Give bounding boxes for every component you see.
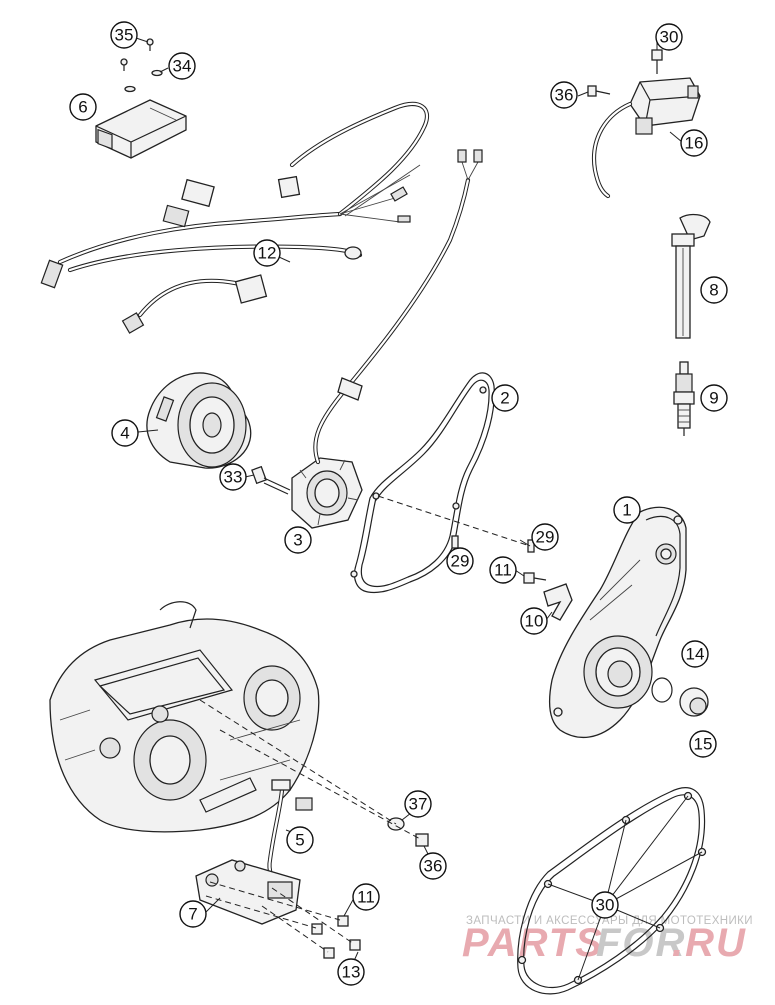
callout-12: 12 — [253, 239, 281, 267]
watermark-brand-parts: PARTS — [462, 921, 604, 965]
svg-text:33: 33 — [224, 468, 243, 487]
part-washer-34 — [124, 69, 163, 93]
callout-4: 4 — [111, 419, 139, 447]
svg-text:3: 3 — [293, 531, 302, 550]
svg-text:29: 29 — [451, 552, 470, 571]
callout-1: 1 — [613, 496, 641, 524]
svg-text:7: 7 — [188, 905, 197, 924]
callout-36-lower: 36 — [419, 852, 447, 880]
part-wiring-harness-12 — [40, 101, 429, 334]
part-bolts-11-13-lower — [311, 915, 361, 959]
callout-3: 3 — [284, 526, 312, 554]
callout-6: 6 — [69, 93, 97, 121]
callout-37: 37 — [404, 790, 432, 818]
svg-text:8: 8 — [709, 281, 718, 300]
svg-text:5: 5 — [295, 831, 304, 850]
svg-text:34: 34 — [173, 57, 192, 76]
callout-29-left: 29 — [446, 547, 474, 575]
svg-text:30: 30 — [660, 28, 679, 47]
assembly-line-bolt-d — [261, 905, 329, 953]
assembly-line-bolt-b — [205, 895, 317, 929]
svg-text:10: 10 — [525, 612, 544, 631]
callout-11-lower: 11 — [352, 883, 380, 911]
svg-text:30: 30 — [596, 896, 615, 915]
part-ignition-cover-1 — [548, 506, 687, 739]
callout-8: 8 — [700, 276, 728, 304]
watermark-tagline: ЗАПЧАСТИ И АКСЕССУАРЫ ДЛЯ МОТОТЕХНИКИ — [466, 915, 753, 927]
part-bolt-11-upper — [523, 572, 547, 584]
part-crankcase — [49, 601, 320, 833]
svg-text:13: 13 — [342, 963, 361, 982]
watermark-brand-for: FOR — [596, 921, 686, 965]
assembly-line-washer — [199, 699, 397, 825]
callout-14: 14 — [681, 640, 709, 668]
callout-15: 15 — [689, 730, 717, 758]
svg-text:11: 11 — [494, 561, 512, 580]
svg-text:29: 29 — [536, 528, 555, 547]
part-o-ring-14 — [651, 677, 673, 703]
callout-10: 10 — [520, 607, 548, 635]
svg-text:2: 2 — [500, 389, 509, 408]
svg-text:14: 14 — [686, 645, 705, 664]
watermark: ЗАПЧАСТИ И АКСЕССУАРЫ ДЛЯ МОТОТЕХНИКИ PA… — [462, 915, 753, 965]
callout-36-coil: 36 — [550, 81, 578, 109]
svg-text:6: 6 — [78, 98, 87, 117]
callout-33: 33 — [219, 463, 247, 491]
part-bracket-10 — [543, 583, 573, 621]
part-spark-plug-9 — [673, 361, 695, 436]
part-screw-33 — [251, 465, 291, 495]
part-stator-3 — [291, 149, 483, 529]
part-screw-35 — [120, 38, 154, 71]
callout-7: 7 — [179, 900, 207, 928]
part-ignition-coil-16 — [591, 77, 701, 199]
callout-5: 5 — [286, 826, 314, 854]
callout-29-right: 29 — [531, 523, 559, 551]
callout-2: 2 — [491, 384, 519, 412]
svg-text:12: 12 — [258, 244, 277, 263]
part-flywheel-rotor-4 — [146, 372, 252, 469]
part-spark-plug-cap-8 — [671, 213, 711, 339]
part-bolt-30-coil — [651, 49, 663, 74]
part-dowel-29 — [451, 535, 535, 553]
assembly-line-bolt-a — [209, 881, 341, 921]
part-outer-gasket — [517, 787, 707, 995]
svg-text:4: 4 — [120, 424, 129, 443]
part-plug-15 — [679, 687, 709, 717]
part-bracket-7 — [195, 859, 301, 925]
part-bolt-36-coil — [587, 85, 611, 97]
assembly-line-bolt-c — [271, 887, 355, 945]
assembly-line-nut — [219, 729, 423, 841]
callout-13: 13 — [337, 958, 365, 986]
part-cdi-unit-6 — [95, 99, 187, 159]
svg-text:16: 16 — [685, 134, 704, 153]
callout-35: 35 — [110, 21, 138, 49]
watermark-brand-ru: .RU — [672, 921, 747, 965]
callout-30-gasket: 30 — [591, 891, 619, 919]
callout-30-coil: 30 — [655, 23, 683, 51]
svg-text:1: 1 — [622, 501, 631, 520]
callout-16: 16 — [680, 129, 708, 157]
svg-text:36: 36 — [424, 857, 443, 876]
callout-9: 9 — [700, 384, 728, 412]
svg-text:9: 9 — [709, 389, 718, 408]
svg-text:15: 15 — [694, 735, 713, 754]
svg-text:37: 37 — [409, 795, 428, 814]
part-gasket-2 — [350, 372, 495, 594]
svg-text:11: 11 — [357, 888, 375, 907]
callout-34: 34 — [168, 52, 196, 80]
svg-text:36: 36 — [555, 86, 574, 105]
callout-11-upper: 11 — [489, 556, 517, 584]
assembly-line-gasket — [377, 495, 531, 547]
svg-text:35: 35 — [115, 26, 134, 45]
